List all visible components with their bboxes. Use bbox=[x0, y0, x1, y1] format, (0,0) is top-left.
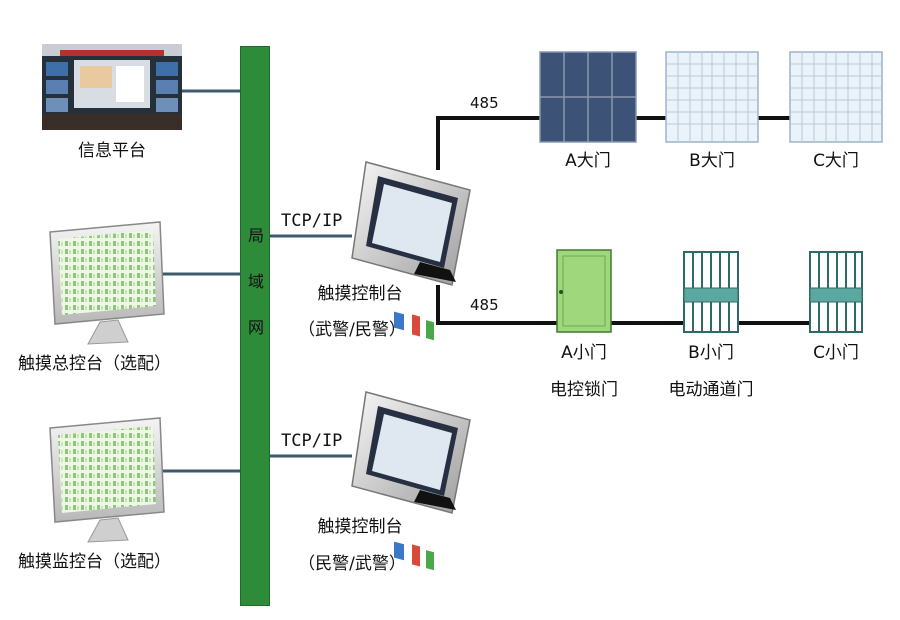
gate-b-small-label: B小门 bbox=[688, 343, 734, 363]
gate-c-small-label: C小门 bbox=[813, 343, 859, 363]
master-console-monitor bbox=[49, 221, 165, 345]
gate-c-small bbox=[809, 251, 863, 333]
console-top-note: （武警/民警） bbox=[298, 320, 406, 340]
rs485-label-bottom: 485 bbox=[470, 296, 499, 314]
gate-c-big bbox=[789, 51, 883, 143]
lan-bus-char-3: 网 bbox=[247, 318, 264, 337]
console-bottom-note: （民警/武警） bbox=[298, 554, 406, 574]
info-platform-label: 信息平台 bbox=[78, 141, 146, 161]
gate-b-small bbox=[683, 251, 739, 333]
lan-bus-label: 局 域 网 bbox=[241, 227, 271, 365]
rs485-label-top: 485 bbox=[470, 94, 499, 112]
master-console-label: 触摸总控台（选配） bbox=[18, 354, 171, 374]
gate-c-big-label: C大门 bbox=[813, 151, 859, 171]
touch-panel-top bbox=[351, 161, 471, 341]
lan-bus: 局 域 网 bbox=[240, 46, 270, 606]
gate-b-big-label: B大门 bbox=[689, 151, 735, 171]
tcpip-label-bottom: TCP/IP bbox=[281, 431, 343, 451]
left-links bbox=[160, 89, 240, 473]
lan-bus-char-2: 域 bbox=[247, 272, 264, 291]
monitor-console-monitor bbox=[49, 417, 165, 543]
gate-a-big bbox=[539, 51, 637, 143]
rs485-lines bbox=[436, 116, 810, 325]
gate-a-small bbox=[556, 249, 612, 333]
gate-a-small-sub: 电控锁门 bbox=[550, 380, 618, 400]
console-top-name: 触摸控制台 bbox=[317, 284, 403, 304]
gate-a-big-label: A大门 bbox=[565, 151, 611, 171]
monitor-console-label: 触摸监控台（选配） bbox=[18, 552, 171, 572]
info-platform-image bbox=[42, 44, 182, 130]
touch-panel-bottom bbox=[351, 391, 471, 571]
rs485-line-small-gates bbox=[436, 285, 557, 325]
door-handle-icon bbox=[559, 290, 563, 294]
gate-b-small-sub: 电动通道门 bbox=[668, 380, 754, 400]
gate-b-big bbox=[665, 51, 759, 143]
lan-bus-char-1: 局 bbox=[247, 226, 264, 245]
gate-a-small-label: A小门 bbox=[561, 343, 607, 363]
tcpip-label-top: TCP/IP bbox=[281, 211, 343, 231]
console-bottom-name: 触摸控制台 bbox=[317, 517, 403, 537]
tcpip-links bbox=[270, 234, 352, 458]
rs485-line-big-gates bbox=[436, 116, 540, 170]
